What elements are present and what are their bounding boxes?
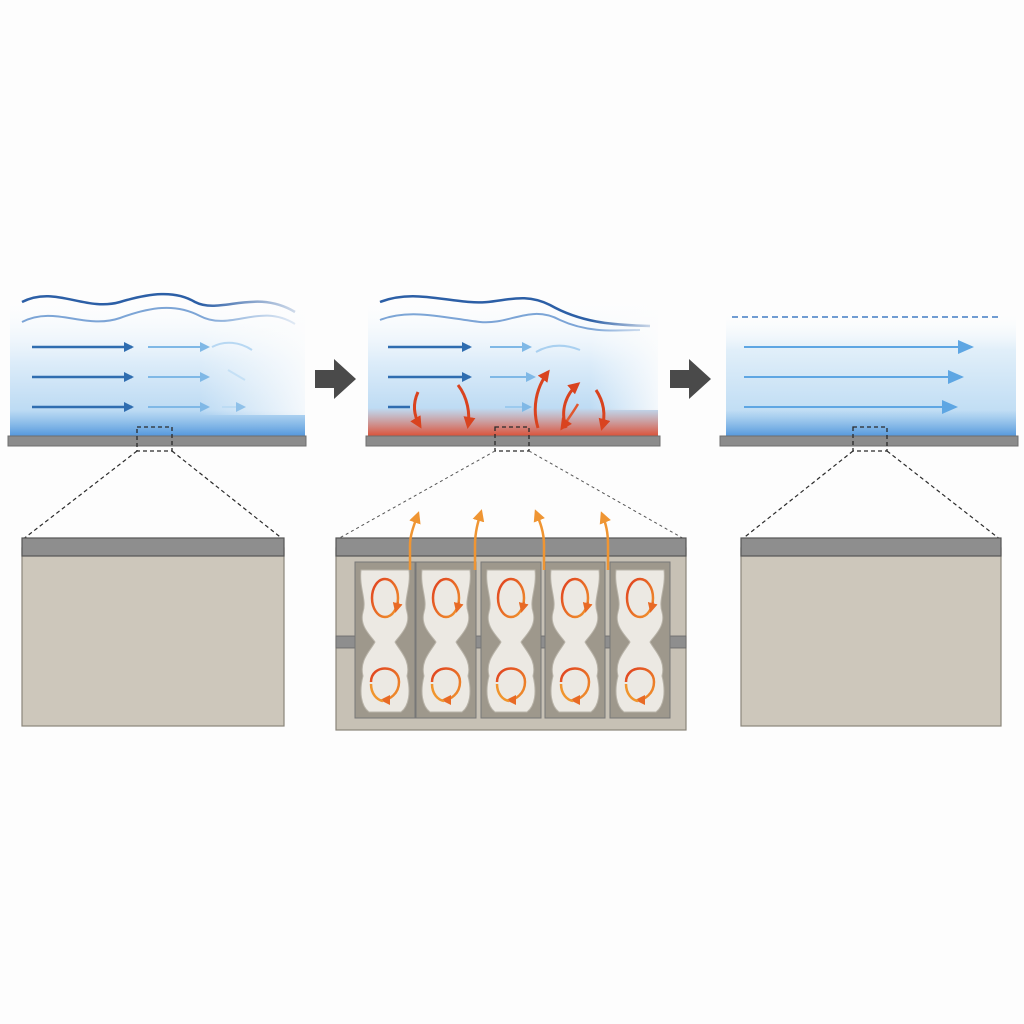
right-arrow-icon <box>670 359 711 399</box>
stage-2-wall-surface <box>365 435 661 447</box>
vortex-icon <box>495 667 527 705</box>
stage-3-flow-panel <box>719 312 1019 727</box>
upward-flow-arrow-icon <box>533 509 546 570</box>
stage-1-fade-right <box>200 285 310 415</box>
upward-flow-arrow-icon <box>599 511 611 570</box>
vortex-icon <box>370 577 400 619</box>
stage-3-wall-cross-section <box>740 547 1002 727</box>
right-arrow-icon <box>315 359 356 399</box>
stage-1-fading-streak <box>227 369 246 381</box>
stage-1-zoom-line-left <box>21 450 138 541</box>
vortex-icon <box>560 577 590 619</box>
stage-1-zoom-box <box>136 426 173 452</box>
stage-3-zoom-line-right <box>886 450 1002 541</box>
stage-3-zoom-box <box>852 426 888 452</box>
ejection-arrow-icon <box>594 389 611 431</box>
vortex-direction-arrow <box>582 601 593 613</box>
upward-flow-arrow-icon <box>472 509 485 570</box>
stage-1-wall-cross-section <box>21 547 285 727</box>
vortex-icon <box>431 577 461 619</box>
stage-2-zoom-line-right <box>528 450 687 541</box>
vortex-tail <box>624 683 639 703</box>
vortex-direction-arrow <box>392 601 403 613</box>
stage-3-wall-blue-glow <box>726 410 1016 438</box>
pore-cells <box>354 561 671 719</box>
vortex-tail <box>369 683 384 703</box>
stage-2-wall-top-layer <box>335 537 687 557</box>
ejection-arrow-icon <box>533 369 550 429</box>
ejection-arrow-icon <box>410 391 422 429</box>
stage-1-zoom-line-right <box>171 450 285 541</box>
vortex-icon <box>625 577 655 619</box>
ejection-arrow-icon <box>456 384 476 429</box>
vortex-tail <box>559 683 574 703</box>
stage-2-fade-right <box>590 290 662 410</box>
vortex-tail <box>495 683 510 703</box>
stage-3-zoom-line-left <box>740 450 854 541</box>
stage-2-fading-streak <box>535 344 581 353</box>
vortex-direction-arrow <box>453 601 464 613</box>
stage-1-wall-surface <box>7 435 307 447</box>
stage-1-wall-top-layer <box>21 537 285 557</box>
vortex-icon <box>624 667 656 705</box>
stage-1-fading-streak <box>211 341 253 351</box>
vortex-icon <box>369 667 401 705</box>
stage-1-flow-panel <box>7 285 310 727</box>
stage-2-flow-panel <box>335 290 687 731</box>
vortex-icon <box>559 667 591 705</box>
stage-3-wall-surface <box>719 435 1019 447</box>
stage-2-wall-red-glow <box>368 408 658 438</box>
vortex-direction-arrow <box>518 601 529 613</box>
stage-2-zoom-box <box>494 426 530 452</box>
vortex-icon <box>496 577 526 619</box>
ejection-arrow-icon <box>560 403 580 431</box>
vortex-direction-arrow <box>647 601 658 613</box>
stage-2-zoom-line-left <box>335 450 496 541</box>
stage-3-wall-top-layer <box>740 537 1002 557</box>
upward-flow-arrow-icon <box>408 511 421 570</box>
vortex-tail <box>430 683 445 703</box>
vortex-icon <box>430 667 462 705</box>
